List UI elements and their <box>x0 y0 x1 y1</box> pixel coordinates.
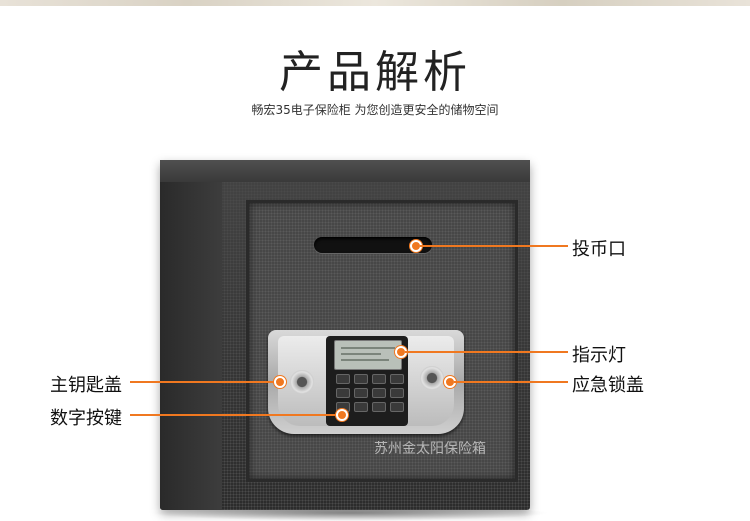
number-keys-leader-line <box>130 414 338 416</box>
lcd-display <box>334 340 402 370</box>
keypad-key[interactable] <box>336 388 350 398</box>
emergency-lock-hole-icon <box>420 366 444 390</box>
safe-top-panel <box>160 160 530 182</box>
keypad-key[interactable] <box>390 374 404 384</box>
main-key-hole-icon <box>290 370 314 394</box>
coin-slot-label: 投币口 <box>572 239 626 260</box>
page-subtitle: 畅宏35电子保险柜 为您创造更安全的储物空间 <box>251 103 499 117</box>
main-key-cover-marker <box>274 376 286 388</box>
emergency-lock-cover-label: 应急锁盖 <box>572 375 644 396</box>
number-keys-marker <box>336 409 348 421</box>
keypad-key[interactable] <box>354 374 368 384</box>
number-keys-label: 数字按键 <box>50 408 122 429</box>
top-decorative-strip <box>0 0 750 6</box>
keypad-key[interactable] <box>372 374 386 384</box>
keypad-key[interactable] <box>354 388 368 398</box>
coin-slot <box>314 237 432 253</box>
safe-side-panel <box>160 160 222 510</box>
indicator-light-leader-line <box>405 351 568 353</box>
page-title: 产品解析 <box>279 47 471 98</box>
keypad-key[interactable] <box>372 402 386 412</box>
main-key-cover-leader-line <box>130 381 276 383</box>
main-key-cover-label: 主钥匙盖 <box>50 375 122 396</box>
emergency-lock-cover-leader-line <box>454 381 568 383</box>
keypad-key[interactable] <box>372 388 386 398</box>
coin-slot-leader-line <box>420 245 568 247</box>
keypad-key[interactable] <box>354 402 368 412</box>
keypad-key[interactable] <box>336 374 350 384</box>
keypad-key[interactable] <box>390 388 404 398</box>
brand-watermark: 苏州金太阳保险箱 <box>374 441 486 457</box>
keypad-key[interactable] <box>390 402 404 412</box>
indicator-light-label: 指示灯 <box>572 345 626 366</box>
